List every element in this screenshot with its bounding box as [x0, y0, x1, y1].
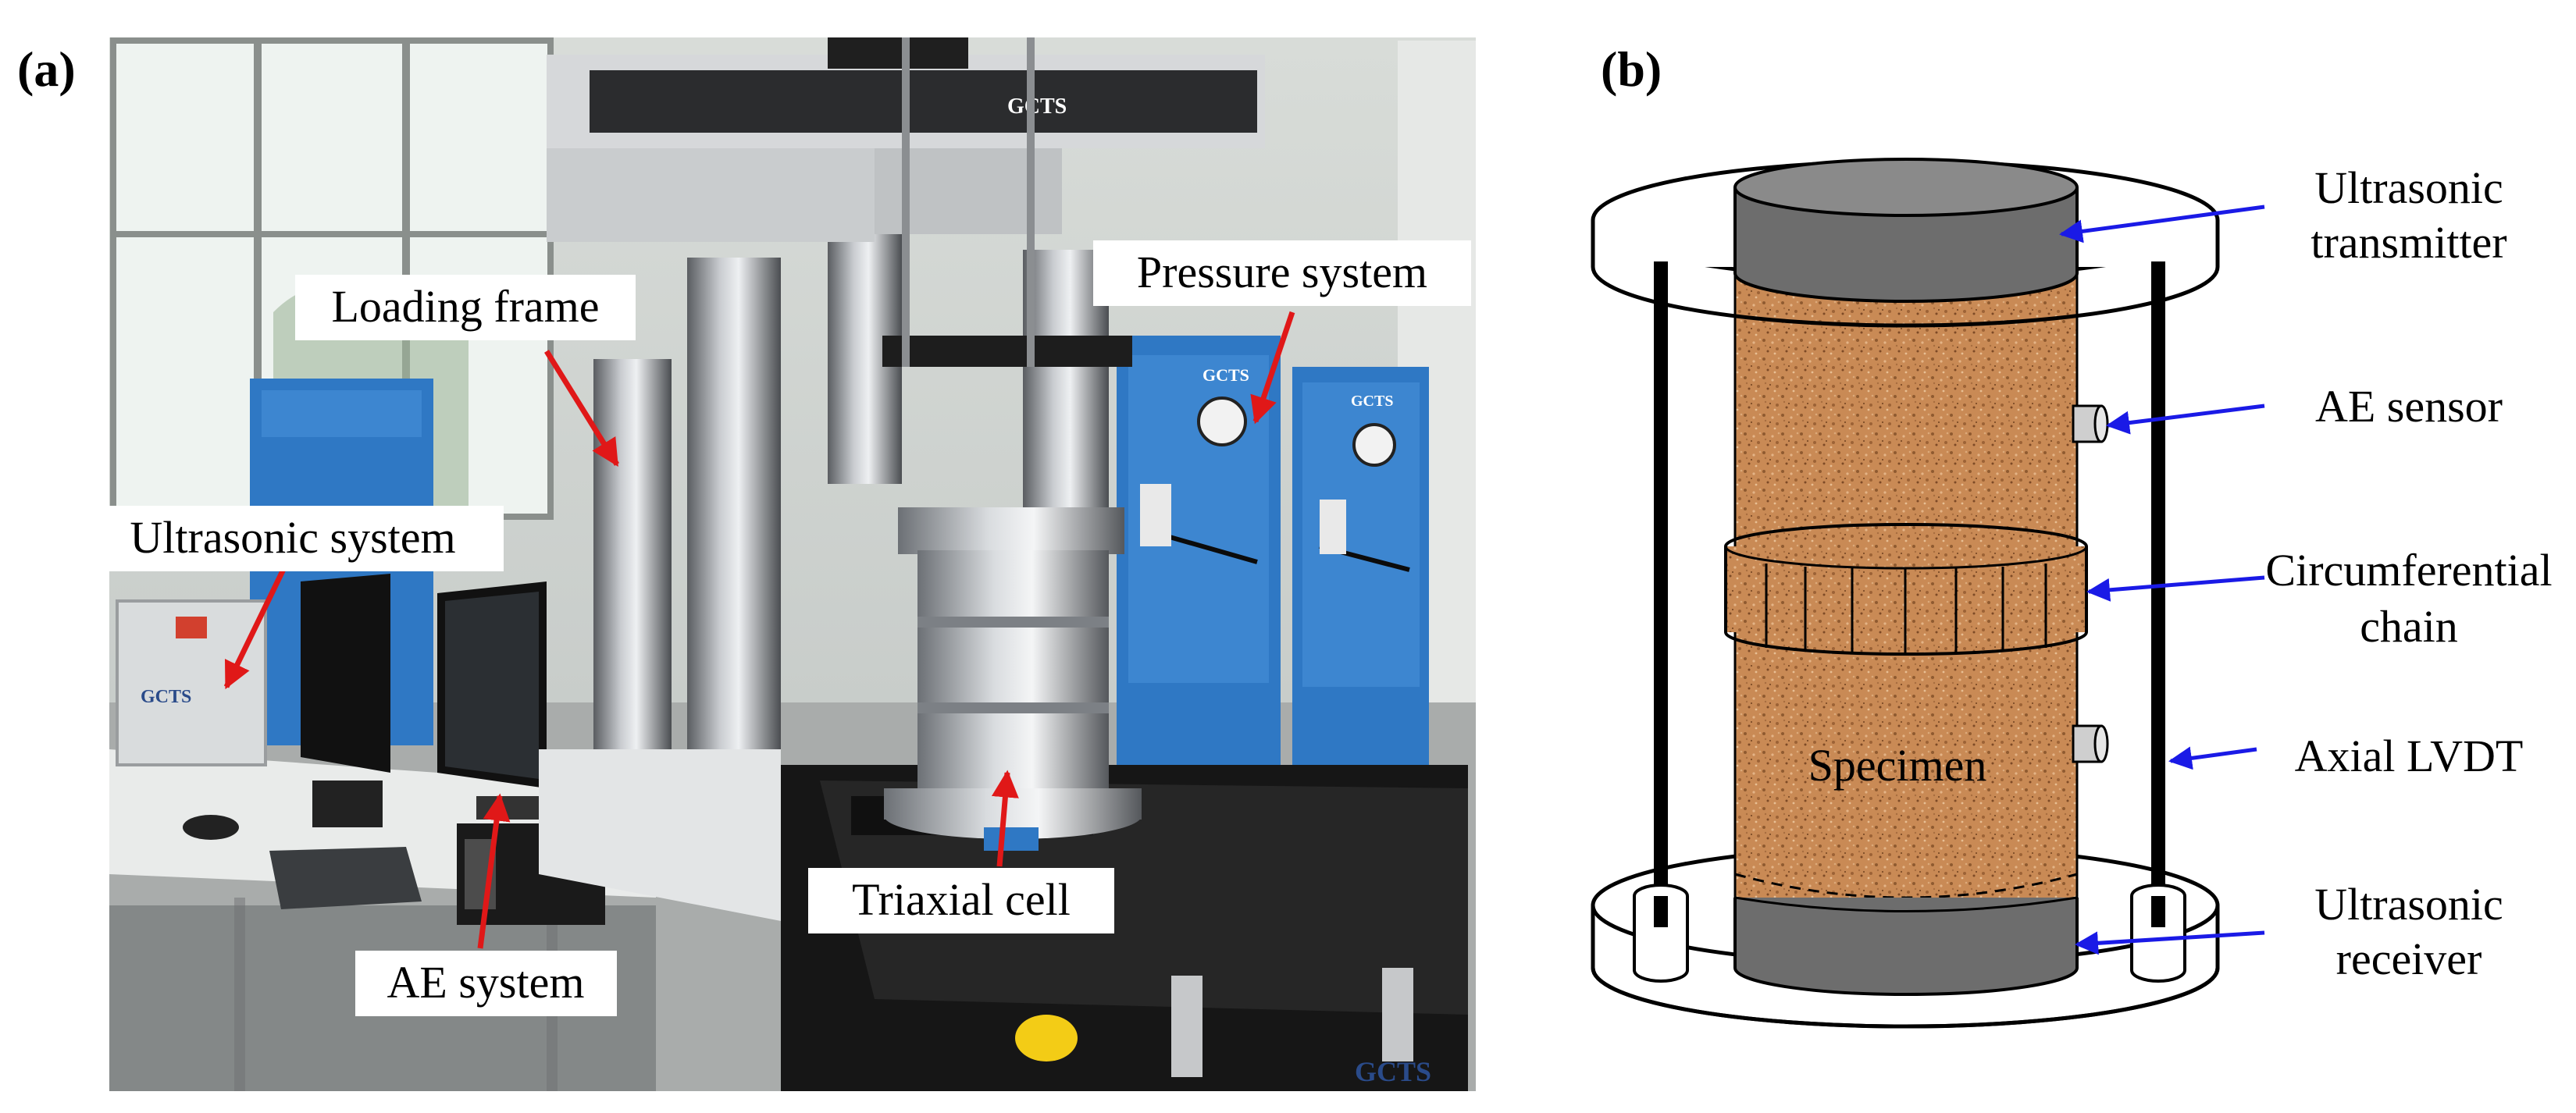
arrow-ae-sensor [2106, 404, 2265, 435]
circumferential-chain [1724, 523, 2088, 656]
arrow-circumferential-chain [2086, 575, 2265, 602]
ae-sensor-lower [2072, 724, 2109, 763]
svg-text:transmitter: transmitter [2311, 217, 2507, 268]
keyboard [269, 847, 422, 909]
crossbar [882, 336, 1132, 367]
frame-base [539, 749, 781, 921]
panel-a-arrows [223, 311, 1295, 949]
label-ae-system: AE system [355, 951, 617, 1016]
frame-column-1 [593, 359, 672, 796]
triaxial-cell-top [898, 507, 1124, 554]
arrow-pressure-system [1250, 311, 1295, 425]
svg-text:Ultrasonic: Ultrasonic [2314, 162, 2503, 213]
monitor-left [301, 574, 390, 773]
triaxial-cell-body [917, 550, 1109, 800]
lvdt-rod-left [1654, 261, 1668, 921]
specimen-label: Specimen [1808, 740, 1987, 791]
svg-text:chain: chain [2360, 601, 2458, 652]
ae-sensor-upper [2072, 404, 2109, 443]
panel-b: (b) Specimen [1591, 41, 2553, 1029]
callout-ultrasonic-receiver: Ultrasonic receiver [2314, 879, 2503, 984]
panel-a-letter: (a) [17, 41, 76, 97]
brand-mark-1: GCTS [1202, 365, 1249, 385]
svg-text:Circumferential: Circumferential [2265, 545, 2552, 596]
lvdt-socket-left [1633, 884, 1689, 983]
callout-circumferential-chain: Circumferential chain [2265, 545, 2552, 652]
arrow-ultrasonic-transmitter [2059, 204, 2265, 244]
brand-mark-4: GCTS [1007, 94, 1067, 119]
arrow-loading-frame [544, 350, 619, 467]
ultrasonic-receiver-platen [1735, 898, 2077, 968]
svg-text:Pressure system: Pressure system [1137, 247, 1427, 297]
svg-text:Triaxial cell: Triaxial cell [852, 874, 1071, 925]
label-loading-frame: Loading frame [295, 275, 636, 340]
svg-text:receiver: receiver [2336, 933, 2482, 984]
panel-b-letter: (b) [1601, 41, 1662, 97]
arrow-ultrasonic-receiver [2075, 930, 2265, 955]
arrow-axial-lvdt [2168, 746, 2257, 770]
brand-mark-2: GCTS [1351, 393, 1393, 410]
lab-photo: GCTS GCTS GCTS [109, 37, 1476, 1091]
panel-a: (a) [17, 37, 1476, 1091]
svg-text:AE system: AE system [387, 957, 585, 1008]
lvdt-rod-right [2151, 261, 2165, 921]
lvdt-socket-right [2130, 884, 2186, 983]
callout-ae-sensor: AE sensor [2315, 381, 2503, 432]
callout-axial-lvdt: Axial LVDT [2295, 731, 2524, 781]
svg-text:Loading frame: Loading frame [331, 281, 599, 332]
arrow-ultrasonic-system [223, 556, 292, 690]
arrow-ae-system [477, 793, 511, 949]
brand-mark-3: GCTS [141, 687, 191, 707]
label-pressure-system: Pressure system [1093, 240, 1471, 306]
label-triaxial-cell: Triaxial cell [808, 868, 1114, 933]
arrow-triaxial-cell [991, 770, 1019, 867]
callout-ultrasonic-transmitter: Ultrasonic transmitter [2311, 162, 2507, 268]
label-ultrasonic-system: Ultrasonic system [82, 506, 504, 571]
svg-text:Ultrasonic: Ultrasonic [2314, 879, 2503, 930]
yellow-handle [1015, 1015, 1078, 1061]
svg-text:Ultrasonic system: Ultrasonic system [130, 512, 455, 563]
mouse [183, 815, 239, 840]
